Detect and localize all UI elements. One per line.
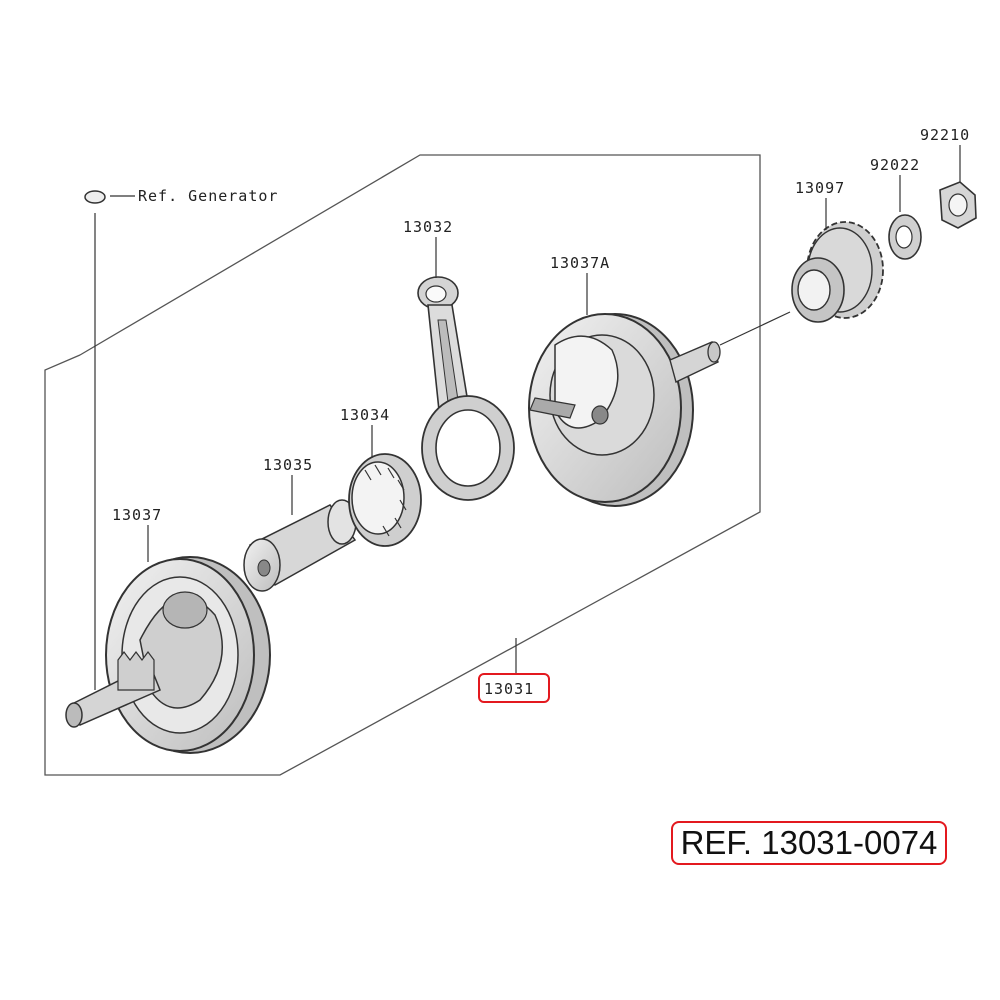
label-13034: 13034 (340, 406, 390, 424)
crank-flywheel-right (528, 311, 791, 507)
connecting-rod-13032 (417, 276, 515, 501)
label-13032: 13032 (403, 218, 453, 236)
label-13037A: 13037A (550, 254, 610, 272)
crank-flywheel-left (65, 556, 271, 754)
label-ref-generator: Ref. Generator (138, 187, 278, 205)
label-13031: 13031 (484, 680, 534, 698)
label-13035: 13035 (263, 456, 313, 474)
reference-number: REF. 13031-0074 (671, 821, 947, 865)
assembly-outline (44, 154, 761, 776)
nut-92210 (939, 181, 977, 229)
highlight-box-13031 (478, 673, 550, 703)
label-13037: 13037 (112, 506, 162, 524)
label-92022: 92022 (870, 156, 920, 174)
needle-bearing-13034 (348, 453, 422, 547)
washer-92022 (888, 214, 922, 260)
label-92210: 92210 (920, 126, 970, 144)
gear-13097 (791, 221, 884, 323)
crankpin-13035 (243, 499, 357, 592)
woodruff-key-icon (84, 190, 106, 204)
label-13097: 13097 (795, 179, 845, 197)
